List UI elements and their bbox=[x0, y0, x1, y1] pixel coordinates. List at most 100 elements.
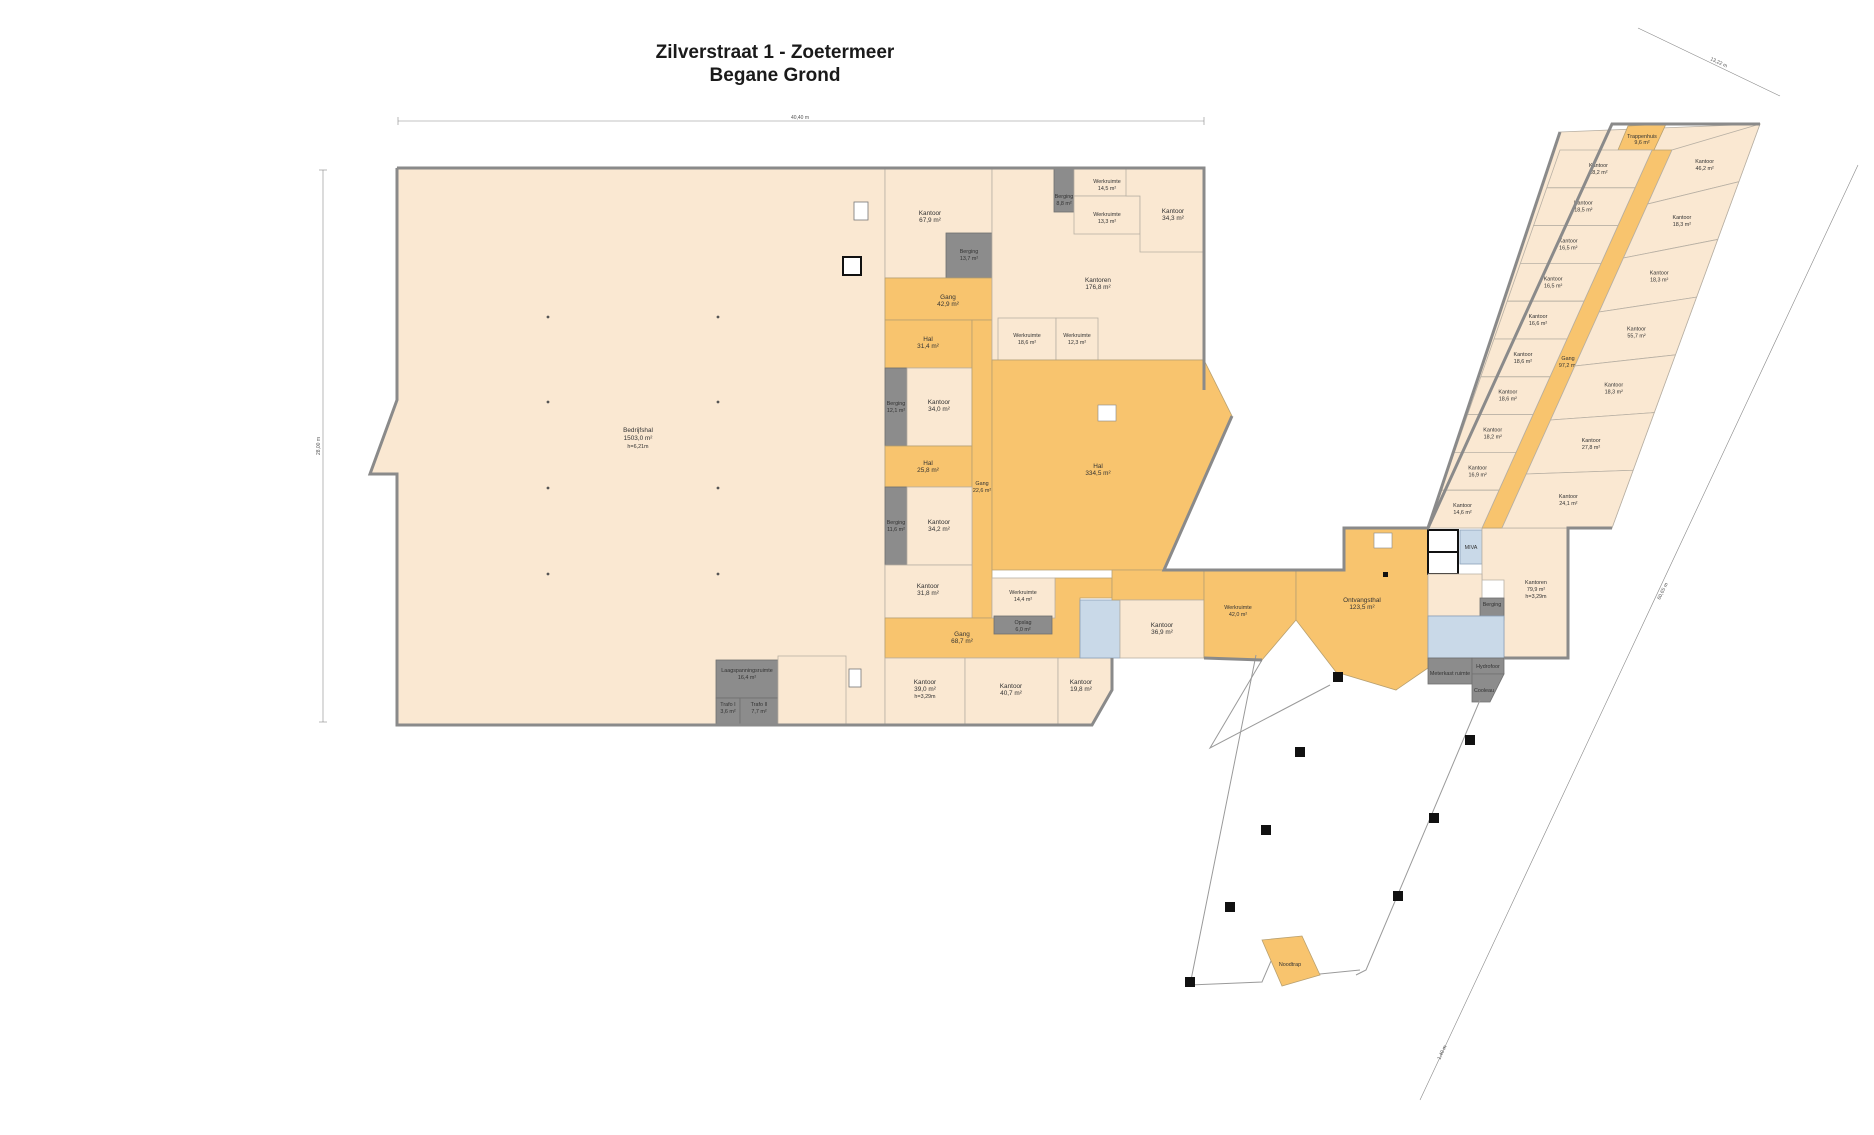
shaft-icon bbox=[842, 256, 862, 276]
svg-text:Kantoor: Kantoor bbox=[1151, 622, 1174, 629]
svg-text:14,6 m²: 14,6 m² bbox=[1453, 510, 1471, 516]
hall-column bbox=[546, 400, 550, 404]
room-berging-88: Berging 8,8 m² bbox=[1053, 167, 1075, 213]
svg-text:34,3 m²: 34,3 m² bbox=[1162, 215, 1184, 222]
svg-text:h=3,29m: h=3,29m bbox=[1525, 594, 1547, 600]
svg-text:Kantoor: Kantoor bbox=[1453, 503, 1472, 509]
svg-text:Kantoor: Kantoor bbox=[1070, 679, 1093, 686]
canopy-column-4 bbox=[1465, 735, 1475, 745]
hall-column bbox=[716, 400, 720, 404]
svg-text:MIVA: MIVA bbox=[1465, 545, 1478, 551]
outer-walls bbox=[367, 122, 1760, 727]
svg-text:79,9 m²: 79,9 m² bbox=[1527, 587, 1545, 593]
svg-text:55,7 m²: 55,7 m² bbox=[1627, 334, 1645, 340]
svg-text:Kantoor: Kantoor bbox=[1604, 382, 1623, 388]
svg-text:19,8 m²: 19,8 m² bbox=[1070, 686, 1092, 693]
svg-text:123,5 m²: 123,5 m² bbox=[1349, 604, 1374, 611]
svg-text:18,6 m²: 18,6 m² bbox=[1499, 397, 1517, 403]
canopy-column-1 bbox=[1295, 747, 1305, 757]
canopy-column-0 bbox=[1333, 672, 1343, 682]
svg-text:Cooleau: Cooleau bbox=[1474, 688, 1494, 694]
svg-text:18,3 m²: 18,3 m² bbox=[1605, 389, 1623, 395]
svg-text:39,0 m²: 39,0 m² bbox=[914, 686, 936, 693]
room-hal-main: Hal 334,5 m² bbox=[991, 359, 1233, 571]
canopy-column-7 bbox=[1185, 977, 1195, 987]
canopy-column-5 bbox=[1429, 813, 1439, 823]
svg-text:16,5 m²: 16,5 m² bbox=[1559, 246, 1577, 252]
svg-text:18,6 m²: 18,6 m² bbox=[1018, 340, 1036, 346]
room-ontvangsthal: Ontvangsthal 123,5 m² bbox=[1295, 527, 1429, 691]
room-trafo-2: Trafo II 7,7 m² bbox=[739, 697, 779, 726]
svg-text:Meterkast ruimte: Meterkast ruimte bbox=[1430, 671, 1470, 677]
svg-text:1503,0 m²: 1503,0 m² bbox=[624, 435, 653, 442]
svg-text:68,7 m²: 68,7 m² bbox=[951, 638, 973, 645]
svg-text:18,3 m²: 18,3 m² bbox=[1673, 222, 1691, 228]
plan-subtitle: Begane Grond bbox=[709, 65, 841, 86]
svg-text:Kantoor: Kantoor bbox=[928, 519, 951, 526]
plan-title: Zilverstraat 1 - Zoetermeer bbox=[655, 42, 895, 63]
room-wing-base bbox=[1427, 573, 1483, 617]
room-kantoor-b3: Kantoor 19,8 m² bbox=[1057, 657, 1113, 726]
svg-text:13,3 m²: 13,3 m² bbox=[1098, 219, 1116, 225]
room-kantoor-342: Kantoor 34,2 m² bbox=[906, 486, 973, 566]
svg-text:Berging: Berging bbox=[887, 401, 906, 407]
svg-text:h=3,29m: h=3,29m bbox=[914, 694, 936, 700]
svg-text:7,7 m²: 7,7 m² bbox=[751, 709, 766, 715]
room-bedrijfshal-annex bbox=[777, 655, 847, 726]
svg-text:16,9 m²: 16,9 m² bbox=[1469, 472, 1487, 478]
room-trafo-1: Trafo I 3,6 m² bbox=[715, 697, 741, 726]
hall-column bbox=[716, 486, 720, 490]
svg-text:Kantoor: Kantoor bbox=[1498, 390, 1517, 396]
svg-text:Kantoor: Kantoor bbox=[1544, 276, 1563, 282]
svg-text:Kantoor: Kantoor bbox=[914, 679, 937, 686]
svg-text:22,6 m²: 22,6 m² bbox=[973, 488, 991, 494]
room-gang-top: Gang 42,9 m² bbox=[884, 277, 993, 321]
svg-text:Berging: Berging bbox=[887, 520, 906, 526]
canopy-column-3 bbox=[1225, 902, 1235, 912]
svg-text:Werkruimte: Werkruimte bbox=[1093, 179, 1120, 185]
svg-text:Hal: Hal bbox=[923, 460, 933, 467]
dim-wing-top-label: 13,22 m bbox=[1709, 56, 1728, 69]
svg-text:18,5 m²: 18,5 m² bbox=[1574, 208, 1592, 214]
svg-text:Bedrijfshal: Bedrijfshal bbox=[623, 427, 653, 434]
room-hal-1: Hal 31,4 m² bbox=[884, 319, 973, 369]
svg-text:34,2 m²: 34,2 m² bbox=[928, 526, 950, 533]
svg-text:Kantoor: Kantoor bbox=[1559, 239, 1578, 245]
room-laagspanning: Laagspanningsruimte 16,4 m² bbox=[715, 659, 779, 699]
svg-text:31,8 m²: 31,8 m² bbox=[917, 590, 939, 597]
svg-text:12,3 m²: 12,3 m² bbox=[1068, 340, 1086, 346]
svg-text:Kantoor: Kantoor bbox=[1514, 352, 1533, 358]
svg-text:67,9 m²: 67,9 m² bbox=[919, 217, 941, 224]
svg-text:Kantoor: Kantoor bbox=[928, 399, 951, 406]
svg-text:42,9 m²: 42,9 m² bbox=[937, 301, 959, 308]
svg-text:24,1 m²: 24,1 m² bbox=[1559, 501, 1577, 507]
svg-text:Werkruimte: Werkruimte bbox=[1009, 590, 1036, 596]
svg-text:31,4 m²: 31,4 m² bbox=[917, 343, 939, 350]
canopy-column-6 bbox=[1393, 891, 1403, 901]
room-berging-top: Berging 13,7 m² bbox=[945, 232, 993, 279]
svg-text:Opslag: Opslag bbox=[1014, 620, 1031, 626]
svg-text:14,4 m²: 14,4 m² bbox=[1014, 597, 1032, 603]
svg-text:Kantoor: Kantoor bbox=[1000, 683, 1023, 690]
svg-text:12,1 m²: 12,1 m² bbox=[887, 408, 905, 414]
entrance-canopy: Noodtrap bbox=[1189, 654, 1481, 987]
svg-text:h=6,21m: h=6,21m bbox=[627, 444, 649, 450]
svg-text:Kantoor: Kantoor bbox=[919, 210, 942, 217]
column-marker bbox=[1383, 572, 1388, 577]
svg-text:18,2 m²: 18,2 m² bbox=[1484, 435, 1502, 441]
svg-text:3,6 m²: 3,6 m² bbox=[720, 709, 735, 715]
svg-text:Kantoor: Kantoor bbox=[1650, 271, 1669, 277]
svg-text:Gang: Gang bbox=[940, 294, 956, 301]
stair-icon bbox=[848, 668, 862, 688]
svg-text:Kantoor: Kantoor bbox=[1672, 215, 1691, 221]
svg-text:11,6 m²: 11,6 m² bbox=[887, 527, 905, 533]
sanitary-block bbox=[1079, 599, 1121, 659]
svg-text:Kantoren: Kantoren bbox=[1525, 580, 1547, 586]
svg-text:Gang: Gang bbox=[1561, 356, 1574, 362]
svg-text:Werkruimte: Werkruimte bbox=[1013, 333, 1040, 339]
svg-text:Gang: Gang bbox=[975, 481, 988, 487]
svg-text:18,3 m²: 18,3 m² bbox=[1650, 278, 1668, 284]
